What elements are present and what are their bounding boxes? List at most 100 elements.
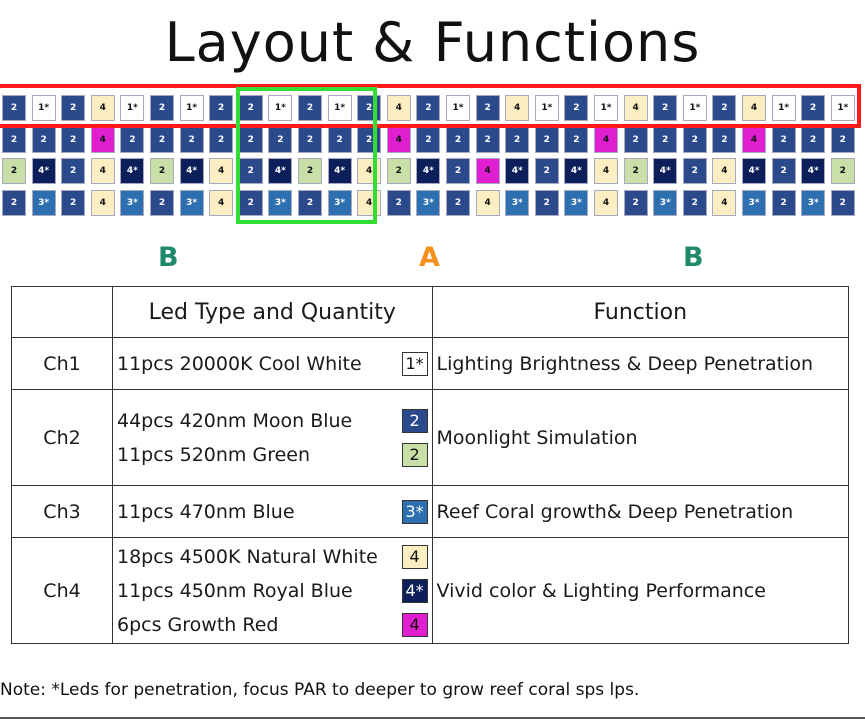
led-cell: 2 (534, 158, 559, 184)
led-cell: 4* (179, 158, 204, 184)
led-cell: 4 (209, 189, 234, 216)
led-cell: 4 (712, 189, 737, 216)
led-cell: 1* (446, 95, 470, 121)
channel-cell: Ch3 (11, 485, 113, 538)
led-cell: 2 (712, 95, 737, 121)
led-cell: 2 (150, 126, 174, 153)
led-description: 11pcs 20000K Cool White (117, 352, 362, 375)
led-cell: 4* (327, 158, 352, 184)
led-cell: 4* (416, 158, 441, 184)
zone-label-right: B (683, 242, 704, 273)
led-cell: 3* (268, 189, 293, 216)
led-cell: 2 (682, 126, 707, 153)
led-swatch: 2 (401, 442, 428, 467)
led-description: 11pcs 450nm Royal Blue (117, 579, 353, 602)
led-cell: 2 (298, 126, 322, 153)
led-type-cell: 11pcs 20000K Cool White 1* (112, 337, 433, 390)
led-cell: 3* (653, 189, 678, 216)
led-cell: 4* (268, 158, 293, 184)
led-cell: 1* (120, 95, 145, 121)
led-cell: 4 (386, 95, 411, 121)
led-cell: 2 (682, 189, 707, 216)
led-cell: 2 (2, 126, 26, 153)
ch1-row-highlight (0, 84, 861, 128)
led-cell: 4 (594, 189, 618, 216)
led-cell: 2 (830, 158, 855, 184)
led-cell: 2 (564, 126, 589, 153)
function-cell: Reef Coral growth& Deep Penetration (431, 485, 850, 538)
led-cell: 2 (653, 95, 678, 121)
led-cell: 4 (594, 126, 618, 153)
led-cell: 1* (534, 95, 559, 121)
led-cell: 4 (357, 158, 382, 184)
led-cell: 3* (120, 189, 145, 216)
led-cell: 2 (150, 95, 174, 121)
led-swatch: 4* (401, 578, 428, 603)
led-cell: 2 (446, 158, 470, 184)
led-cell: 4* (505, 158, 530, 184)
led-cell: 3* (31, 189, 56, 216)
header-led-type: Led Type and Quantity (112, 286, 433, 338)
led-cell: 2 (61, 158, 86, 184)
led-cell: 2 (830, 126, 855, 153)
channel-cell: Ch2 (11, 389, 113, 486)
led-cell: 2 (61, 95, 86, 121)
led-cell: 4 (90, 126, 115, 153)
led-cell: 2 (623, 158, 648, 184)
page-title: Layout & Functions (164, 11, 701, 74)
led-cell: 2 (298, 95, 322, 121)
led-swatch: 3* (401, 499, 428, 524)
led-cell: 3* (742, 189, 766, 216)
led-cell: 2 (238, 189, 263, 216)
led-cell: 1* (771, 95, 796, 121)
led-cell: 2 (623, 126, 648, 153)
led-cell: 4 (90, 189, 115, 216)
led-cell: 2 (61, 189, 86, 216)
led-cell: 2 (682, 158, 707, 184)
led-swatch: 1* (401, 351, 428, 376)
led-cell: 2 (2, 95, 26, 121)
led-cell: 1* (594, 95, 618, 121)
bottom-divider (0, 717, 865, 719)
led-cell: 1* (682, 95, 707, 121)
function-cell: Lighting Brightness & Deep Penetration (431, 337, 850, 390)
led-cell: 2 (505, 126, 530, 153)
led-cell: 4 (475, 189, 500, 216)
led-cell: 2 (771, 158, 796, 184)
led-cell: 4 (475, 158, 500, 184)
led-cell: 2 (416, 126, 441, 153)
led-cell: 2 (534, 126, 559, 153)
led-cell: 2 (534, 189, 559, 216)
led-cell: 2 (653, 126, 678, 153)
led-cell: 2 (209, 126, 234, 153)
led-cell: 1* (268, 95, 293, 121)
table-header-row: Led Type and Quantity Function (11, 286, 850, 338)
led-description: 18pcs 4500K Natural White (117, 545, 378, 568)
led-cell: 3* (505, 189, 530, 216)
footnote: Note: *Leds for penetration, focus PAR t… (0, 680, 640, 700)
led-cell: 4 (90, 158, 115, 184)
header-channel (11, 286, 113, 338)
led-cell: 2 (446, 189, 470, 216)
led-cell: 2 (386, 158, 411, 184)
led-line: 11pcs 450nm Royal Blue 4* (117, 574, 428, 608)
led-cell: 3* (327, 189, 352, 216)
led-cell: 2 (179, 126, 204, 153)
header-function: Function (431, 286, 850, 338)
led-cell: 3* (564, 189, 589, 216)
led-cell: 3* (416, 189, 441, 216)
led-cell: 2 (238, 126, 263, 153)
led-cell: 2 (475, 126, 500, 153)
led-line: 11pcs 520nm Green 2 (117, 438, 428, 472)
function-cell: Vivid color & Lighting Performance (431, 537, 850, 644)
led-cell: 2 (801, 95, 826, 121)
led-description: 11pcs 520nm Green (117, 443, 311, 466)
